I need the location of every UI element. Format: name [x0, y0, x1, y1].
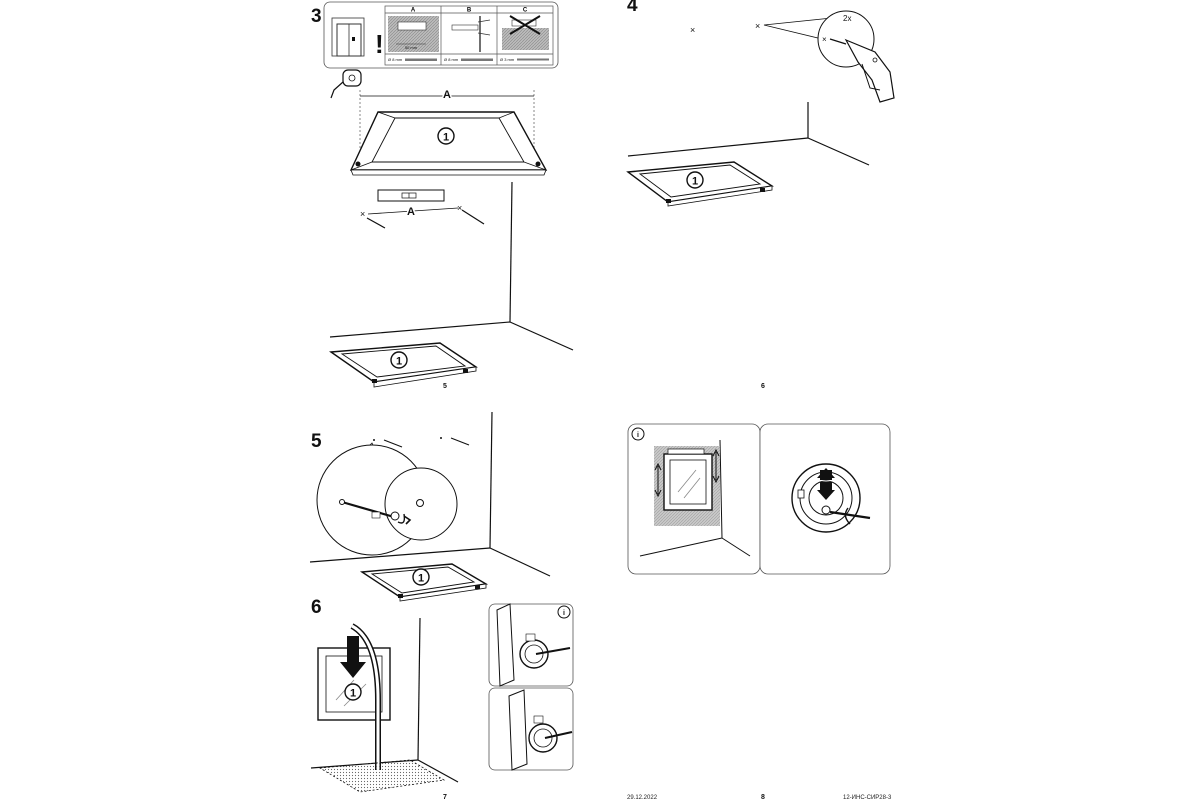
bit-size-a: Ø 8 mm [388, 57, 403, 62]
document-code: 12-ИНС-СИР28-3 [843, 795, 892, 801]
page-number: 8 [761, 794, 765, 801]
measure-label-a: A [443, 89, 451, 101]
mirror-footprint [318, 759, 446, 793]
measure-label-a2: A [407, 206, 415, 218]
svg-text:×: × [690, 25, 695, 35]
depth-dimension: 50 mm [405, 45, 418, 50]
svg-text:×: × [822, 35, 827, 44]
svg-text:×: × [360, 209, 365, 219]
step-number: 4 [627, 0, 638, 16]
part-label: 1 [692, 176, 698, 188]
page-number: 7 [443, 794, 447, 801]
room-corner [329, 181, 574, 351]
bit-size-b: Ø 8 mm [444, 57, 459, 62]
part-label: 1 [350, 688, 356, 700]
cabinet-icon [331, 17, 365, 57]
part-label: 1 [396, 356, 402, 368]
table-column-a: A [411, 8, 416, 14]
info-icon: i [637, 432, 639, 439]
mirror-panel-floor: 1 [329, 342, 478, 388]
drill-icon [829, 38, 895, 103]
svg-text:×: × [755, 21, 760, 31]
measurement-a: A [359, 88, 535, 160]
step3-drill-table: ! A B C 50 mm Ø 8 mm Ø 8 mm Ø 3 mm [323, 1, 559, 69]
part-label: 1 [443, 132, 449, 144]
adjustment-info-right [759, 423, 891, 575]
spirit-level-icon [377, 189, 445, 202]
mirror-panel-floor: 1 [626, 161, 774, 207]
wall-marks: × × A [360, 203, 485, 229]
adjustment-info-left: i [627, 423, 761, 575]
svg-text:×: × [457, 203, 462, 213]
table-column-c: C [523, 8, 528, 14]
mirror-panel-top: 1 [349, 111, 548, 176]
step5-detail-callout [316, 444, 458, 556]
print-date: 29.12.2022 [627, 795, 658, 801]
room-corner [627, 102, 870, 166]
bracket-detail-top: i [488, 603, 574, 687]
step-number: 3 [311, 6, 322, 27]
bracket-detail-bottom [488, 687, 574, 771]
table-column-b: B [467, 8, 472, 14]
page-number: 6 [761, 383, 765, 390]
info-icon: i [563, 610, 565, 617]
drill-count: 2x [843, 14, 851, 23]
tape-measure-icon [330, 69, 362, 99]
down-arrow-icon [340, 636, 366, 678]
mirror-panel-floor: 1 [359, 563, 489, 602]
bit-size-c: Ø 3 mm [500, 57, 515, 62]
step4-wall-marks: × × × 2x [690, 10, 875, 68]
step-number: 6 [311, 597, 322, 618]
room-corner [309, 411, 551, 577]
part-label: 1 [418, 573, 424, 585]
page-number: 5 [443, 383, 447, 390]
part-label-circle: 1 [344, 683, 362, 701]
step-number: 5 [311, 431, 322, 452]
svg-text:!: ! [375, 29, 384, 59]
